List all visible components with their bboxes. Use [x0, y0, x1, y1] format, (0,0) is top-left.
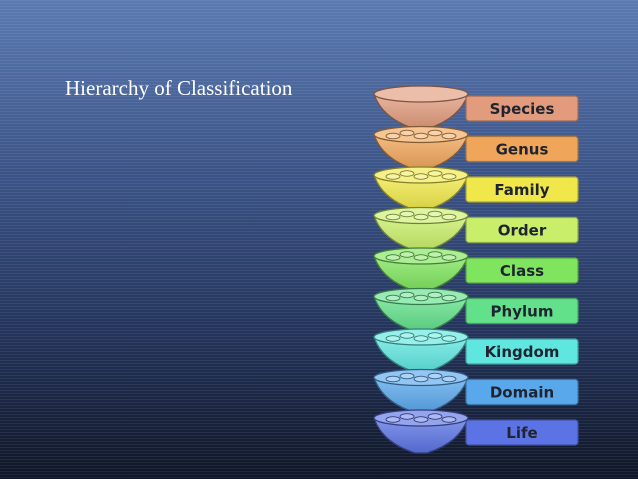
funnel-species: Species	[373, 85, 579, 130]
rank-label-domain: Domain	[490, 384, 554, 402]
funnel-opening-life-2	[399, 413, 415, 420]
funnel-genus: Genus	[373, 125, 579, 171]
funnel-opening-family-4	[427, 170, 443, 177]
rank-box-genus	[465, 135, 579, 163]
funnel-class: Class	[373, 247, 579, 292]
funnel-opening-domain-4	[427, 372, 443, 380]
funnel-opening-order-5	[441, 213, 457, 221]
funnel-opening-class-5	[441, 254, 457, 261]
funnel-phylum: Phylum	[373, 287, 579, 333]
funnel-opening-phylum-3	[413, 294, 429, 302]
rank-label-kingdom: Kingdom	[485, 343, 560, 361]
funnel-domain: Domain	[373, 368, 579, 414]
rank-box-class	[465, 257, 579, 284]
funnel-opening-family-2	[399, 170, 415, 177]
funnel-opening-class-2	[399, 251, 415, 258]
funnel-opening-class-4	[427, 251, 443, 258]
funnel-opening-domain-1	[385, 375, 401, 383]
funnel-opening-genus-1	[385, 132, 401, 140]
rank-label-phylum: Phylum	[491, 303, 554, 321]
funnel-opening-order-2	[399, 210, 415, 218]
funnel-life: Life	[373, 409, 579, 454]
funnel-opening-domain-3	[413, 375, 429, 383]
funnel-opening-order-4	[427, 210, 443, 218]
rank-box-family	[465, 176, 579, 203]
funnel-opening-domain-2	[399, 372, 415, 380]
funnel-opening-life-3	[413, 416, 429, 423]
funnel-cone-life	[373, 417, 469, 454]
funnel-opening-genus-2	[399, 129, 415, 137]
rank-box-life	[465, 419, 579, 446]
funnel-opening-family-5	[441, 173, 457, 180]
rank-label-species: Species	[490, 100, 555, 118]
funnel-opening-family-3	[413, 173, 429, 180]
funnel-opening-kingdom-2	[399, 332, 415, 339]
rank-label-order: Order	[498, 222, 547, 240]
rank-box-domain	[465, 378, 579, 406]
funnel-opening-order-1	[385, 213, 401, 221]
funnel-opening-family-1	[385, 173, 401, 180]
funnel-opening-life-5	[441, 416, 457, 423]
funnel-opening-class-3	[413, 254, 429, 261]
funnel-opening-genus-5	[441, 132, 457, 140]
funnel-family: Family	[373, 166, 579, 211]
funnel-opening-class-1	[385, 254, 401, 261]
funnel-opening-genus-3	[413, 132, 429, 140]
funnel-opening-kingdom-4	[427, 332, 443, 339]
funnel-opening-kingdom-1	[385, 335, 401, 342]
funnel-opening-kingdom-3	[413, 335, 429, 342]
rank-label-genus: Genus	[496, 141, 549, 159]
rank-box-species	[465, 95, 579, 122]
rank-label-class: Class	[500, 262, 544, 280]
funnel-opening-phylum-2	[399, 291, 415, 299]
rank-label-life: Life	[506, 424, 537, 442]
funnel-rim-species	[373, 85, 469, 103]
rank-box-kingdom	[465, 338, 579, 365]
funnel-opening-phylum-4	[427, 291, 443, 299]
funnel-opening-kingdom-5	[441, 335, 457, 342]
funnel-order: Order	[373, 206, 579, 252]
rank-label-family: Family	[494, 181, 549, 199]
funnel-opening-life-4	[427, 413, 443, 420]
funnel-kingdom: Kingdom	[373, 328, 579, 373]
funnel-opening-order-3	[413, 213, 429, 221]
rank-box-order	[465, 216, 579, 244]
funnel-opening-phylum-1	[385, 294, 401, 302]
funnel-opening-phylum-5	[441, 294, 457, 302]
funnel-opening-life-1	[385, 416, 401, 423]
slide-title: Hierarchy of Classification	[65, 76, 293, 100]
rank-box-phylum	[465, 297, 579, 325]
funnel-opening-genus-4	[427, 129, 443, 137]
funnel-opening-domain-5	[441, 375, 457, 383]
